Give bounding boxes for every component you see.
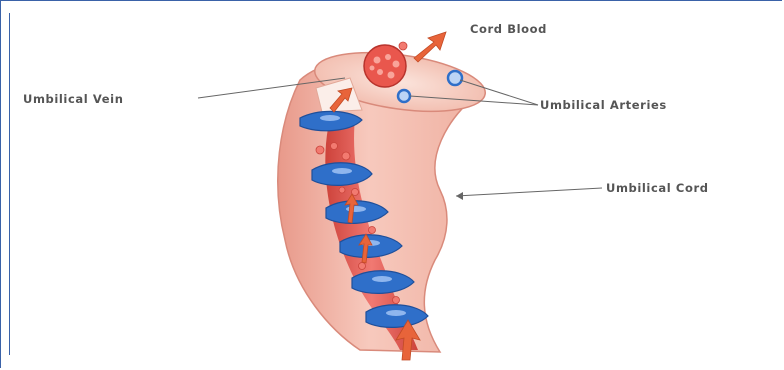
cord-blood-arrow xyxy=(414,32,446,62)
label-umbilical-cord: Umbilical Cord xyxy=(606,181,709,195)
vein-cross-section xyxy=(364,45,406,87)
label-umbilical-arteries: Umbilical Arteries xyxy=(540,98,667,112)
label-umbilical-vein: Umbilical Vein xyxy=(23,92,124,106)
label-cord-blood: Cord Blood xyxy=(470,22,547,36)
leader-arrowheads xyxy=(456,192,463,200)
